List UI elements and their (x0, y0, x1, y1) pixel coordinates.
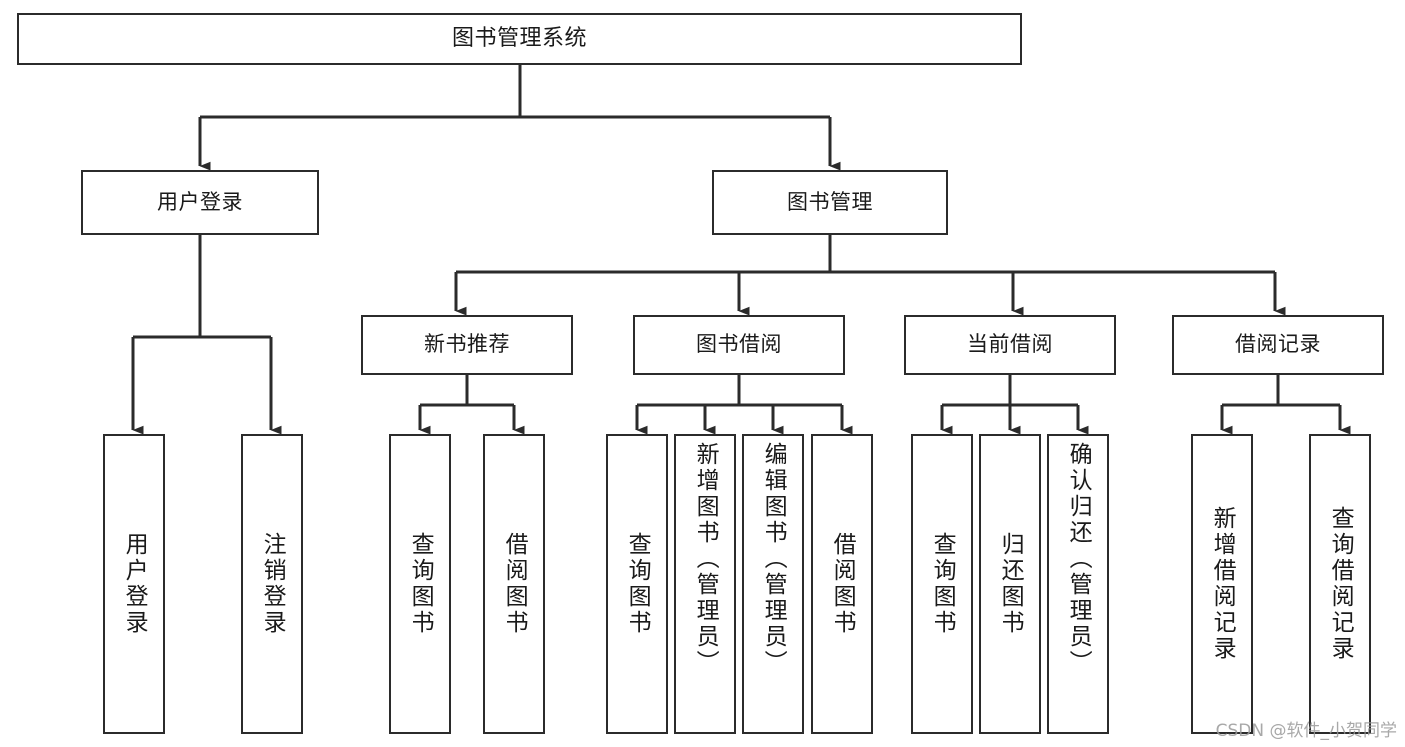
leaf-current-borrow-confirm-return[interactable]: 确认归还（管理员） (1047, 434, 1109, 734)
leaf-new-book-borrow[interactable]: 借阅图书 (483, 434, 545, 734)
node-label: 用户登录 (121, 532, 148, 636)
leaf-book-borrow-query[interactable]: 查询图书 (606, 434, 668, 734)
node-label: 新书推荐 (424, 332, 510, 357)
node-label: 图书管理 (787, 189, 873, 214)
leaf-record-query[interactable]: 查询借阅记录 (1309, 434, 1371, 734)
node-label: 借阅图书 (501, 532, 528, 636)
node-label: 归还图书 (997, 532, 1024, 636)
csdn-watermark: CSDN @软件_小贺同学 (1215, 721, 1397, 741)
node-label: 借阅图书 (829, 532, 856, 636)
node-label: 图书借阅 (696, 332, 782, 357)
node-label: 确认归还（管理员） (1065, 442, 1092, 676)
node-label: 新增图书（管理员） (692, 442, 719, 676)
leaf-user-login-signout[interactable]: 注销登录 (241, 434, 303, 734)
node-borrow-records[interactable]: 借阅记录 (1172, 315, 1384, 375)
node-label: 查询图书 (407, 532, 434, 636)
leaf-book-borrow-edit[interactable]: 编辑图书（管理员） (742, 434, 804, 734)
leaf-new-book-query[interactable]: 查询图书 (389, 434, 451, 734)
node-label: 查询借阅记录 (1327, 506, 1354, 662)
node-label: 借阅记录 (1235, 332, 1321, 357)
node-label: 新增借阅记录 (1209, 506, 1236, 662)
node-label: 查询图书 (624, 532, 651, 636)
node-label: 图书管理系统 (451, 25, 587, 51)
leaf-current-borrow-query[interactable]: 查询图书 (911, 434, 973, 734)
node-label: 查询图书 (929, 532, 956, 636)
leaf-record-add[interactable]: 新增借阅记录 (1191, 434, 1253, 734)
node-label: 当前借阅 (967, 332, 1053, 357)
node-new-book-recommendation[interactable]: 新书推荐 (361, 315, 573, 375)
node-user-login[interactable]: 用户登录 (81, 170, 319, 235)
node-label: 编辑图书（管理员） (760, 442, 787, 676)
leaf-book-borrow-add[interactable]: 新增图书（管理员） (674, 434, 736, 734)
node-book-management[interactable]: 图书管理 (712, 170, 948, 235)
node-label: 注销登录 (259, 532, 286, 636)
node-book-borrowing[interactable]: 图书借阅 (633, 315, 845, 375)
node-label: 用户登录 (157, 189, 243, 214)
leaf-book-borrow-borrow[interactable]: 借阅图书 (811, 434, 873, 734)
leaf-user-login-signin[interactable]: 用户登录 (103, 434, 165, 734)
node-root-system[interactable]: 图书管理系统 (17, 13, 1022, 65)
node-current-borrowing[interactable]: 当前借阅 (904, 315, 1116, 375)
leaf-current-borrow-return[interactable]: 归还图书 (979, 434, 1041, 734)
